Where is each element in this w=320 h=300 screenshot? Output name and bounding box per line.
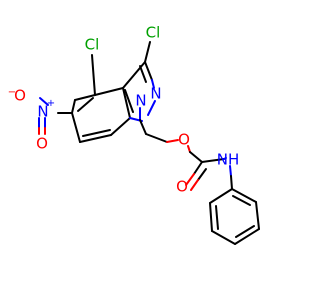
oxygen-atom-label: O [36,135,48,153]
bond [71,112,81,143]
chlorine-atom-label: Cl [146,24,161,42]
bond [229,165,232,177]
oxygen-atom-label: O [14,87,26,105]
bond-layer [38,41,260,245]
bond [231,188,257,203]
bond [232,195,251,206]
bond [223,157,227,160]
bond [187,145,191,153]
bond [139,119,147,135]
atom-label-layer: Cl Cl N N N + O − O O O NH [8,24,239,196]
bond [144,41,151,63]
bond [201,158,225,163]
bond [190,179,199,191]
bond [94,87,124,96]
bond [144,61,153,81]
bond [82,129,111,137]
bond [139,65,147,83]
bond [197,168,207,181]
bond [77,97,94,112]
amine-label: NH [217,151,240,169]
bond [122,61,146,89]
chlorine-atom-label: Cl [85,36,100,54]
bond [193,161,203,175]
bond [166,139,179,143]
bond [209,188,233,204]
negative-charge-label: − [8,87,16,98]
positive-charge-label: + [47,98,55,109]
bond [215,205,219,230]
bond [189,151,203,163]
bond [91,54,96,96]
bond [234,228,260,245]
bond [145,133,168,143]
ester-oxygen-label: O [178,131,190,149]
chemical-structure: Cl Cl N N N + O − O O O NH [8,24,260,245]
bond [74,94,96,101]
bond [230,175,233,190]
bond [39,97,49,106]
bond [211,230,236,245]
nitrogen-atom-label: N [150,85,161,103]
bond [110,117,131,136]
bond [71,99,76,114]
nitro-nitrogen-label: N [37,103,48,121]
bond [235,225,255,238]
bond [124,89,134,113]
bond [185,173,195,186]
bond [122,87,131,119]
bond [151,79,155,89]
bond [79,134,112,143]
bond [147,100,156,116]
nitrogen-atom-label: N [135,92,146,110]
carbonyl-oxygen-label: O [176,178,188,196]
bond [255,201,260,230]
bond [209,202,213,232]
